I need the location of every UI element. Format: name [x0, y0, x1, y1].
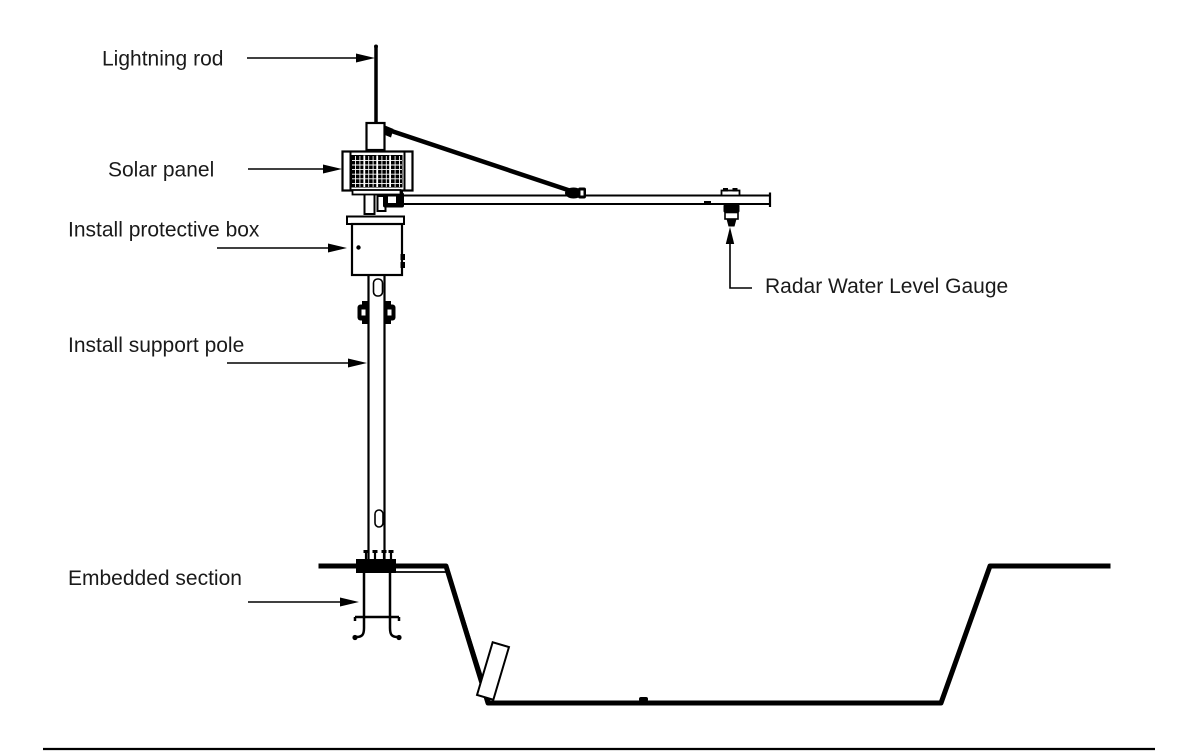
- channel-profile-line: [318, 563, 1111, 706]
- pole-tube: [367, 275, 386, 559]
- support-pole-arrow: [227, 358, 367, 368]
- embedded-section: [352, 550, 402, 641]
- lightning-rod-tip: [374, 44, 378, 49]
- radar-gauge: [720, 188, 741, 227]
- labels: Lightning rod Solar panel Install protec…: [68, 48, 1008, 591]
- anchor-hooks: [355, 627, 399, 639]
- gauge-body: [724, 211, 739, 220]
- lightning-rod-arrow: [247, 53, 375, 63]
- anchor-studs: [364, 550, 393, 559]
- label-lightning-rod: Lightning rod: [102, 48, 223, 71]
- callout-arrows: [217, 53, 752, 607]
- protective-box: [346, 215, 405, 277]
- box-hinge: [400, 262, 405, 268]
- box-door-knob: [356, 245, 361, 250]
- gauge-antenna-horn: [726, 219, 737, 227]
- box-body: [350, 222, 404, 277]
- mast-top-tube: [365, 121, 386, 152]
- radar-gauge-leader: [725, 227, 752, 289]
- channel-cross-section: [318, 563, 1111, 706]
- embedded-section-arrow: [248, 597, 359, 607]
- anchor-bars: [362, 572, 392, 628]
- brace-turnbuckle: [565, 187, 582, 199]
- solar-panel: [341, 150, 414, 196]
- protective-box-arrow: [217, 243, 347, 253]
- channel-lining-line: [396, 571, 491, 703]
- box-hinge: [400, 254, 405, 260]
- gauge-top-bracket: [720, 189, 741, 197]
- pole-slot-upper: [372, 278, 384, 297]
- flange-coupling: [357, 301, 396, 324]
- panel-side-bars: [349, 152, 406, 190]
- box-top-plate: [346, 215, 405, 225]
- panel-bottom-rail: [351, 189, 402, 196]
- anchor-tie-bar: [353, 615, 401, 621]
- brace-rod: [387, 128, 577, 195]
- label-radar-gauge: Radar Water Level Gauge: [765, 275, 1008, 298]
- label-protective-box: Install protective box: [68, 219, 260, 242]
- solar-panel-arrow: [248, 164, 342, 174]
- diagonal-brace: [387, 128, 586, 199]
- mast-top: [365, 44, 394, 152]
- label-solar-panel: Solar panel: [108, 159, 214, 182]
- slope-plate: [475, 640, 511, 702]
- pole-slot-lower: [374, 509, 384, 528]
- support-pole: [357, 275, 396, 559]
- label-embedded-section: Embedded section: [68, 567, 242, 590]
- gauge-mount: [723, 204, 740, 213]
- label-support-pole: Install support pole: [68, 334, 244, 357]
- channel-bottom-mark: [639, 697, 648, 702]
- base-plate: [356, 559, 396, 573]
